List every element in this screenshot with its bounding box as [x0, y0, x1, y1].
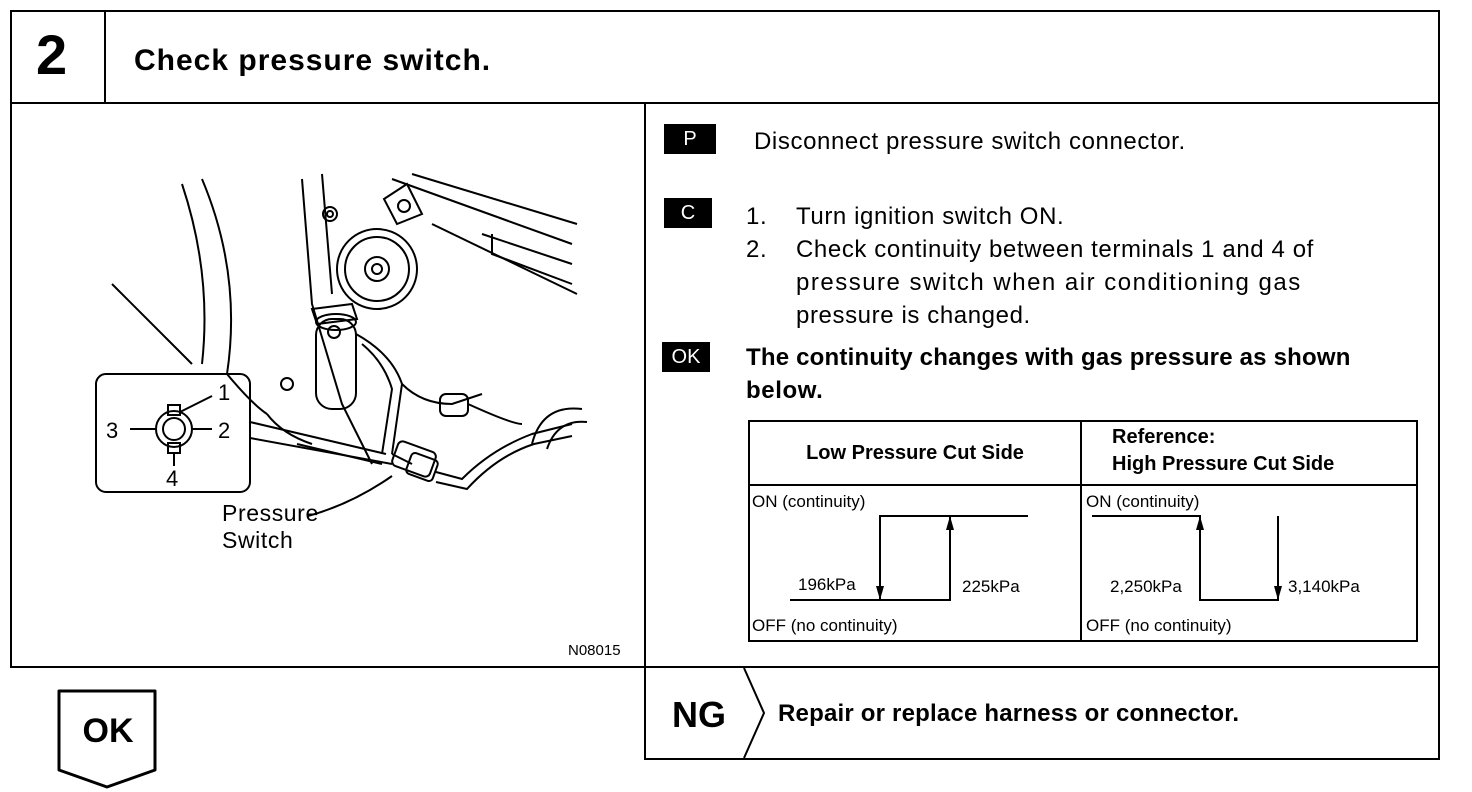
check-tag: C [664, 198, 712, 228]
continuity-table [748, 420, 1418, 642]
ng-tag: NG [672, 694, 726, 735]
low-on-label: ON (continuity) [752, 492, 866, 511]
ok-result-arrow [57, 689, 157, 789]
high-on-label: ON (continuity) [1086, 492, 1200, 511]
low-pressure-waveform [790, 515, 1028, 601]
ng-arrow-divider [743, 668, 766, 758]
terminal-2-label: 2 [218, 418, 231, 443]
low-left-pressure-value: 196kPa [798, 575, 856, 594]
engine-bay-illustration [95, 173, 588, 517]
step2-number: 2. [746, 236, 768, 263]
prep-text: Disconnect pressure switch connector. [754, 128, 1186, 155]
terminal-4-label: 4 [166, 466, 179, 491]
low-right-pressure-value: 225kPa [962, 577, 1020, 596]
prep-tag: P [664, 124, 716, 154]
pressure-switch-label-line2: Switch [222, 527, 294, 553]
step2-text-line1: Check continuity between terminals 1 and… [796, 236, 1314, 263]
table-column-divider [1080, 420, 1082, 642]
terminal-1-label: 1 [218, 380, 231, 405]
ok-text-line2: below. [746, 377, 824, 404]
step1-text: Turn ignition switch ON. [796, 203, 1065, 230]
step2-text-line2: pressure switch when air conditioning ga… [796, 269, 1302, 296]
table-header-divider [748, 484, 1418, 486]
low-pressure-header: Low Pressure Cut Side [806, 442, 1024, 464]
ng-text: Repair or replace harness or connector. [778, 700, 1240, 727]
terminal-3-label: 3 [106, 418, 119, 443]
high-pressure-header-line2: High Pressure Cut Side [1112, 453, 1335, 475]
figure-code: N08015 [568, 642, 621, 659]
high-off-label: OFF (no continuity) [1086, 616, 1232, 635]
page-title: Check pressure switch. [134, 44, 492, 77]
ok-text-line1: The continuity changes with gas pressure… [746, 344, 1351, 371]
step2-text-line3: pressure is changed. [796, 302, 1031, 329]
step-number: 2 [36, 23, 68, 86]
high-right-pressure-value: 3,140kPa [1288, 577, 1360, 596]
high-pressure-header-line1: Reference: [1112, 426, 1216, 448]
low-off-label: OFF (no continuity) [752, 616, 898, 635]
ok-result-label: OK [82, 712, 134, 750]
high-left-pressure-value: 2,250kPa [1110, 577, 1182, 596]
step1-number: 1. [746, 203, 768, 230]
ok-tag: OK [662, 342, 710, 372]
pressure-switch-label-line1: Pressure [222, 500, 319, 526]
ng-result-box [644, 666, 1440, 760]
high-pressure-waveform [1092, 515, 1282, 601]
